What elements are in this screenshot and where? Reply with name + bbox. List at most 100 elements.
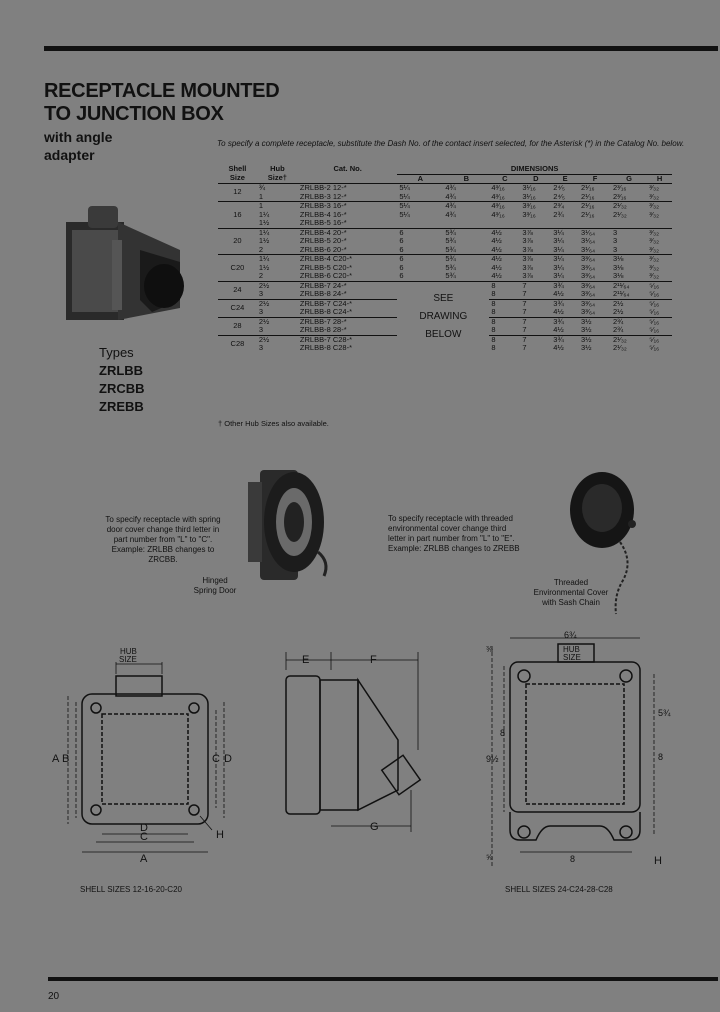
dimension-cell: ³⁄₃₂ [647,227,672,237]
dim-9-1-2: 9½ [486,754,499,764]
dimension-cell: 3³⁄₆₄ [579,254,611,264]
dimension-cell: 2½ [610,298,648,308]
dim-label-b: B [62,753,69,765]
dimension-cell: 6 [397,254,444,264]
dimension-cell: 6 [399,271,404,280]
page-subtitle: with angle adapter [44,128,112,164]
dimension-cell: 2¹⁄₃₂ [610,334,648,344]
hub-size-cell: 2½ [256,280,298,290]
dimension-cell: 5¼ [399,209,410,219]
dimension-cell: 5¾ [445,236,456,245]
dimension-cell: 5¼ [397,183,444,193]
dim-label-d: D [140,822,148,834]
catalog-number-cell: ZRLBB-7 28-* [297,316,398,326]
dimension-cell: 8 [489,280,521,290]
dimension-cell: 2⁴⁄₅ [551,183,580,193]
types-label: Types [99,345,134,360]
dim-label-a: A [52,753,60,765]
dimension-cell [397,219,443,228]
large-front-view-drawing: 6¾ HUB SIZE ⅜ 9½ ⅝ 8 5¾ 8 8 H [486,630,671,867]
page-number: 20 [48,991,60,1002]
dimension-cell: ⁵⁄₁₆ [647,280,672,290]
dimension-cell: 6 [397,227,444,237]
dim-label-h: H [216,829,224,841]
hub-size-cell: 1½ [258,218,270,227]
bottom-rule [48,977,718,981]
dimension-cell: 4½ [553,343,564,352]
dimension-cell: 7 [522,343,527,352]
hub-size-cell: 3 [258,343,264,352]
dimension-cell: ⁵⁄₁₆ [647,316,672,326]
catalog-number-cell: ZRLBB-8 28-* [299,325,347,334]
shell-size-cell: 16 [218,201,257,228]
type-code: ZRLBB [99,363,144,378]
title-line-1: RECEPTACLE MOUNTED [44,80,280,102]
threaded-cover-note: To specify receptacle with threaded envi… [388,514,520,553]
dimension-cell: 3¹⁄₁₆ [520,183,552,193]
dimension-cell: 3¾ [551,334,580,344]
dimension-cell: ³⁄₃₂ [649,271,659,280]
catalog-number-cell: ZRLBB-5 16-* [299,218,347,227]
dimension-cell: 2¾ [610,316,648,326]
dim-8: 8 [500,728,505,738]
side-view-drawing: E F G [285,652,422,833]
dimension-cell: 3 [612,236,618,245]
dimension-cell: 4¾ [445,191,456,201]
hub-size-label: SIZE [563,653,581,662]
dimension-cell: 4³⁄₁₆ [489,183,521,193]
dimension-cell: 4½ [491,244,502,254]
see-drawing-word: DRAWING [419,311,468,322]
hub-size-label: HUB [563,645,580,654]
catalog-number-cell: ZRLBB-5 20-* [299,236,347,245]
hub-size-cell: 3 [258,325,264,334]
dimension-cell: 3⅞ [522,262,533,272]
hub-size-cell: 1½ [258,262,270,272]
dimension-cell: 3⅛ [612,262,624,272]
dimension-cell: 3¾ [551,298,580,308]
dimension-cell: 8 [491,289,496,298]
dimension-cell: 3¹⁄₆₄ [581,244,596,254]
dimension-cell: 2³⁄₄ [551,201,580,211]
dimension-cell: 4½ [489,227,521,237]
dimension-cell [520,219,551,228]
hub-size-cell: 1¼ [258,209,270,219]
dimension-cell: 3¹⁄₆₄ [581,236,596,245]
dimension-cell: ⁵⁄₁₆ [649,307,660,316]
dimension-cell: 7 [522,307,527,316]
dimension-cell: 3¾ [551,316,580,326]
spring-door-caption: Hinged Spring Door [193,576,237,595]
dimension-cell: 3¹⁄₆₄ [579,227,611,237]
hub-size-cell: 1 [256,201,298,211]
dimension-cell: 5¼ [399,191,410,201]
dimension-cell: ⁵⁄₁₆ [649,325,660,334]
hub-size-label: HUB [120,647,137,656]
catalog-number-cell: ZRLBB-3 16-* [297,201,398,211]
dimension-cell: 3¼ [551,227,580,237]
dimension-cell: 3³⁄₆₄ [579,280,611,290]
dimension-cell: 3⅛ [610,254,648,264]
shell-size-cell: C24 [218,298,257,317]
dim-6-3-4: 6¾ [564,630,577,640]
dimension-cell: 7 [520,280,552,290]
dimension-cell: 3⅞ [520,254,552,264]
dimension-cell: 2¹⁄₃₂ [612,209,627,219]
title-line-2: TO JUNCTION BOX [44,103,224,125]
dimension-cell: ⁵⁄₁₆ [649,289,660,298]
dimension-cell: 4¾ [445,209,456,219]
catalog-number-cell: ZRLBB-4 20-* [297,227,398,237]
dimension-cell: 2¹⁄₁₆ [579,201,611,211]
catalog-number-cell: ZRLBB-8 C28-* [299,343,353,352]
dimension-cell: 2⁴⁄₅ [553,191,565,201]
dimension-cell: 4¾ [443,201,490,211]
page-title: RECEPTACLE MOUNTED TO JUNCTION BOX [44,80,280,126]
